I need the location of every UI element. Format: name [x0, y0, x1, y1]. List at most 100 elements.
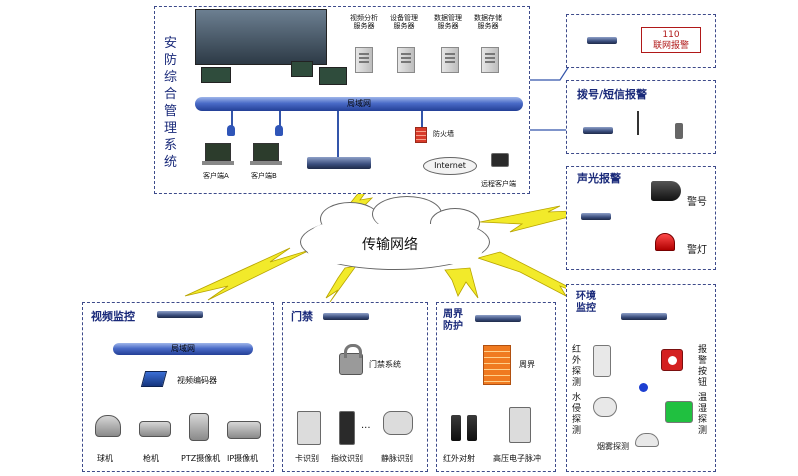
operator-monitor-2 [291, 61, 313, 77]
server-icon [481, 47, 499, 73]
access-system-label: 门禁系统 [369, 360, 401, 369]
camera-label-ptz: PTZ摄像机 [181, 454, 221, 463]
access-control-panel: 门禁 门禁系统 ··· 卡识别 指纹识别 静脉识别 [282, 302, 428, 472]
dial-sms-alarm-panel: 拨号/短信报警 [566, 80, 716, 154]
perimeter-boundary-label: 周界 [519, 360, 535, 369]
environment-title: 环境监控 [576, 291, 596, 314]
water-detector-icon [593, 397, 617, 417]
server-label-data-mgmt: 数据管理服务器 [434, 14, 462, 30]
video-title: 视频监控 [91, 310, 135, 323]
bolt-environment [476, 251, 591, 299]
fingerprint-reader-icon [339, 411, 355, 445]
client-a-label: 客户端A [203, 172, 229, 180]
lan-bus: 局域网 [195, 97, 523, 111]
client-b-label: 客户端B [251, 172, 277, 180]
ip-camera-icon [227, 421, 261, 439]
camera-label-ip: IP摄像机 [227, 454, 259, 463]
security-management-panel: 安防综合管理系统 视频分析服务器 设备管理服务器 数据管理服务器 数据存储服务器… [154, 6, 530, 194]
alarm-button-label: 报警按钮 [697, 345, 707, 388]
mobile-phone-icon [675, 123, 683, 139]
network-label: 传输网络 [362, 237, 418, 253]
connector [421, 111, 423, 129]
dial-sms-title: 拨号/短信报警 [577, 88, 648, 101]
operator-monitor-3 [319, 67, 347, 85]
internet-cloud: Internet [423, 157, 477, 175]
firewall-icon [415, 127, 427, 143]
system-title: 安防综合管理系统 [163, 36, 177, 170]
video-lan-label: 局域网 [171, 344, 195, 353]
perimeter-title: 周界防护 [443, 309, 463, 332]
vein-reader-icon [383, 411, 413, 435]
environment-monitoring-panel: 环境监控 红外探测 水侵探测 报警按钮 温湿探测 烟雾探测 [566, 284, 716, 472]
firewall-label: 防火墙 [433, 130, 454, 138]
server-icon [441, 47, 459, 73]
lamp-label: 警灯 [687, 245, 707, 256]
bolt-access [325, 265, 357, 303]
sound-light-title: 声光报警 [577, 172, 621, 185]
reader-ellipsis: ··· [361, 423, 371, 434]
bullet-camera-icon [139, 421, 171, 437]
video-encoder-icon [140, 371, 168, 387]
location-pin-icon [275, 125, 283, 136]
infrared-beam-icon [451, 415, 461, 441]
alarm-110-number: 110 [662, 30, 680, 40]
reader-label-fingerprint: 指纹识别 [331, 454, 363, 463]
client-a-laptop-icon [202, 143, 234, 165]
infrared-detector-icon [593, 345, 611, 377]
remote-client-monitor-icon [491, 153, 509, 167]
pulse-fence-icon [509, 407, 531, 443]
switch-icon [587, 37, 617, 44]
camera-label-dome: 球机 [97, 454, 113, 463]
perimeter-label-infrared: 红外对射 [443, 454, 475, 463]
connector [279, 111, 281, 127]
cloud-fill [306, 224, 484, 264]
server-label-video-analysis: 视频分析服务器 [350, 14, 378, 30]
core-switch-icon [307, 157, 371, 169]
alarm-110-label: 联网报警 [652, 41, 689, 51]
bolt-video [184, 247, 311, 301]
control-room-video-wall [195, 9, 327, 65]
switch-icon [157, 311, 203, 318]
smoke-detector-icon [635, 433, 659, 447]
location-pin-icon [227, 125, 235, 136]
connector [337, 111, 339, 157]
sensor-hub-icon [639, 383, 648, 392]
server-label-device-mgmt: 设备管理服务器 [390, 14, 418, 30]
networked-alarm-panel: 110 联网报警 [566, 14, 716, 68]
server-icon [355, 47, 373, 73]
video-lan-bus: 局域网 [113, 343, 253, 355]
siren-horn-icon [651, 181, 681, 201]
horn-label: 警号 [687, 197, 707, 208]
access-title: 门禁 [291, 310, 313, 323]
server-icon [397, 47, 415, 73]
water-detector-label: 水侵探测 [571, 393, 581, 436]
switch-icon [581, 213, 611, 220]
perimeter-wall-icon [483, 345, 511, 385]
connector [231, 111, 233, 127]
reader-label-card: 卡识别 [295, 454, 319, 463]
infrared-beam-icon [467, 415, 477, 441]
server-label-data-storage: 数据存储服务器 [474, 14, 502, 30]
alarm-button-icon [661, 349, 683, 371]
perimeter-protection-panel: 周界防护 周界 红外对射 高压电子脉冲 [436, 302, 556, 472]
temp-humidity-label: 温湿探测 [697, 393, 707, 436]
video-surveillance-panel: 视频监控 局域网 视频编码器 球机 枪机 PTZ摄像机 IP摄像机 [82, 302, 274, 472]
sound-light-alarm-panel: 声光报警 警号 警灯 [566, 166, 716, 270]
bolt-perimeter [444, 267, 479, 299]
operator-monitor-1 [201, 67, 231, 83]
camera-label-bullet: 枪机 [143, 454, 159, 463]
temp-humidity-sensor-icon [665, 401, 693, 423]
remote-client-label: 远程客户端 [481, 180, 516, 188]
perimeter-label-pulse: 高压电子脉冲 [493, 454, 541, 463]
encoder-label: 视频编码器 [177, 376, 217, 385]
switch-icon [323, 313, 369, 320]
client-b-laptop-icon [250, 143, 282, 165]
ptz-camera-icon [189, 413, 209, 441]
card-reader-icon [297, 411, 321, 445]
switch-icon [583, 127, 613, 134]
alarm-110-box: 110 联网报警 [641, 27, 701, 53]
dome-camera-icon [95, 415, 121, 437]
padlock-icon [339, 344, 363, 375]
switch-icon [475, 315, 521, 322]
warning-lamp-icon [655, 233, 675, 251]
